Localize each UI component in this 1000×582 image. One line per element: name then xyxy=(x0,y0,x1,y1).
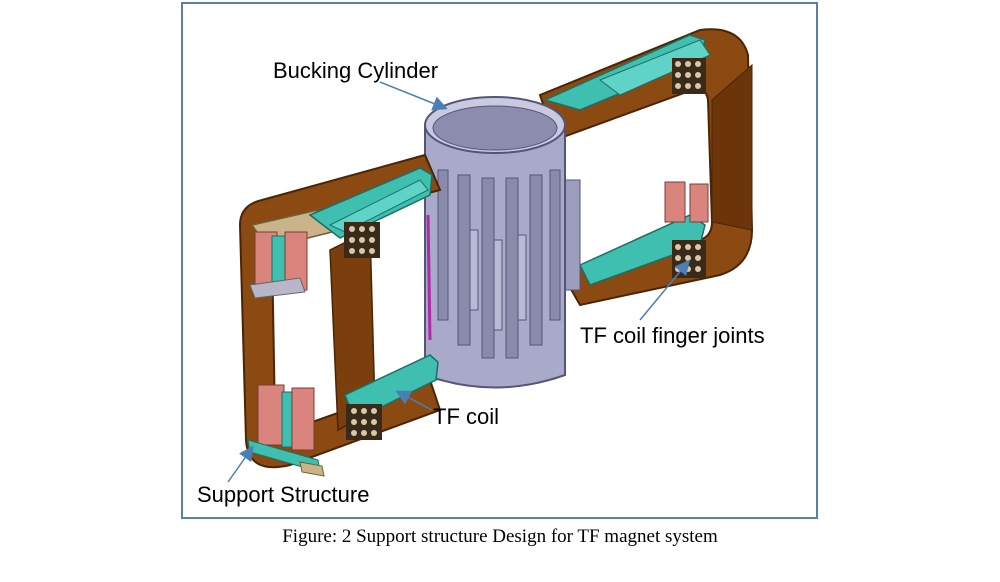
finger-joints-label: TF coil finger joints xyxy=(580,323,765,348)
bucking-cylinder xyxy=(424,96,581,389)
finger-joints-leader xyxy=(639,259,690,321)
figure-caption: Figure: 2 Support structure Design for T… xyxy=(282,526,718,547)
finger-joint-lower-right xyxy=(672,240,706,278)
finger-joint-upper-right xyxy=(672,58,706,94)
left-tf-coil xyxy=(238,153,442,477)
tf-coil-leader xyxy=(395,390,433,411)
finger-joint-lower-left xyxy=(346,404,382,440)
support-structure-leader xyxy=(227,445,254,483)
finger-joint-upper-left xyxy=(344,222,380,258)
upper-support-blocks xyxy=(249,231,308,299)
bucking-cylinder-leader xyxy=(379,81,448,111)
lower-support-structure xyxy=(247,384,325,477)
support-structure-label: Support Structure xyxy=(197,482,370,507)
right-tf-coil xyxy=(538,28,754,307)
bucking-cylinder-label: Bucking Cylinder xyxy=(273,58,439,83)
tf-coil-label: TF coil xyxy=(433,404,499,429)
